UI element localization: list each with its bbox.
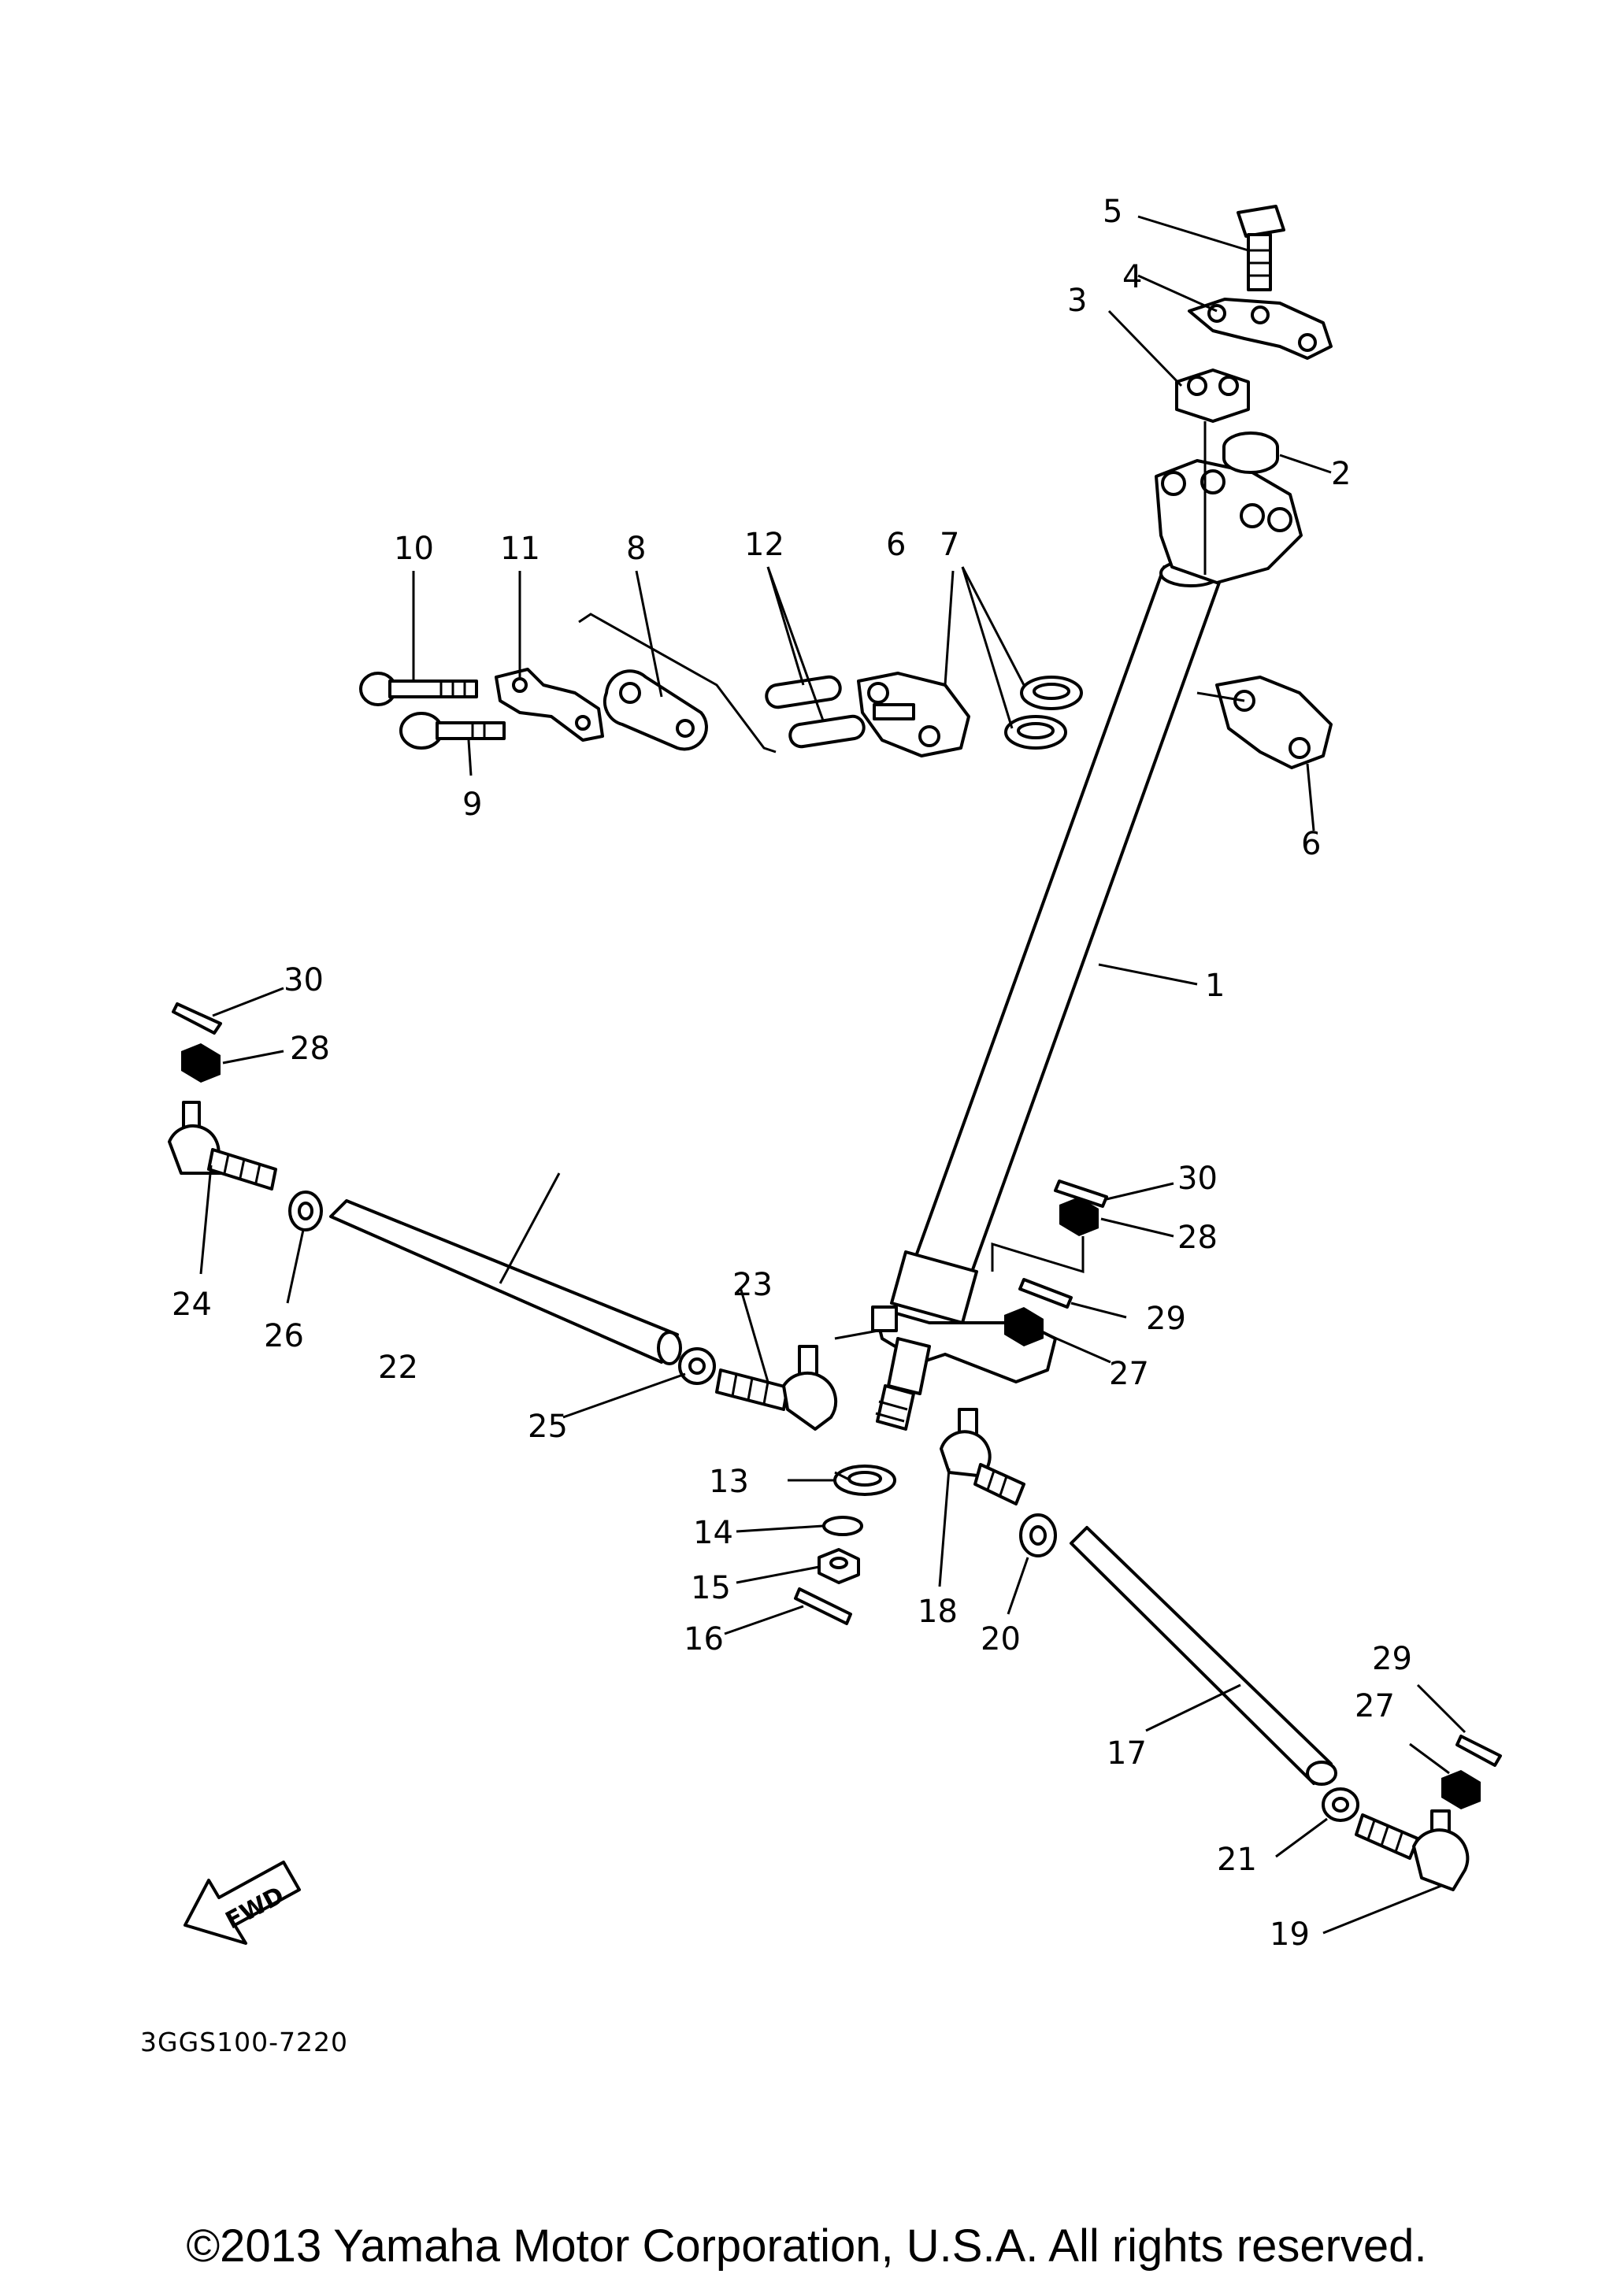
callout-7: 7 [940, 527, 959, 563]
washer-14 [822, 1516, 863, 1536]
callout-23: 23 [732, 1267, 773, 1303]
cap-2 [1222, 431, 1279, 474]
rings-7 [1004, 676, 1083, 750]
cotter-pin-30-right [1054, 1179, 1108, 1208]
nut-21 [1322, 1787, 1359, 1822]
callout-9: 9 [462, 787, 482, 823]
nut-28-left [181, 1043, 221, 1083]
tie-rod-17 [1070, 1526, 1337, 1786]
callout-13: 13 [709, 1464, 749, 1500]
callout-8: 8 [626, 531, 646, 567]
callout-26: 26 [264, 1318, 304, 1354]
callout-20: 20 [981, 1621, 1021, 1657]
steering-shaft [871, 459, 1303, 1431]
collar-half-right-6 [1215, 676, 1333, 769]
tie-rod-end-23 [715, 1345, 838, 1431]
nut-26 [288, 1191, 323, 1231]
callout-14: 14 [693, 1515, 733, 1551]
copyright-notice: ©2013 Yamaha Motor Corporation, U.S.A. A… [186, 2220, 1426, 2272]
cotter-pin-16 [794, 1587, 852, 1625]
tie-rod-end-24 [168, 1101, 277, 1191]
callout-15: 15 [691, 1570, 731, 1606]
callout-28-left: 28 [290, 1031, 330, 1067]
plate-8 [578, 613, 777, 754]
callout-29-far-right: 29 [1372, 1641, 1412, 1677]
leader-lines [199, 215, 1467, 1935]
pins-12 [765, 675, 866, 749]
callout-5: 5 [1103, 194, 1122, 230]
washer-13 [833, 1465, 896, 1496]
bolt-10 [359, 672, 478, 706]
callout-25: 25 [528, 1409, 568, 1445]
tie-rod-end-19 [1355, 1809, 1470, 1891]
nut-27-right [1004, 1307, 1044, 1346]
fwd-arrow-icon: FWD [184, 1861, 301, 1945]
callout-11: 11 [500, 531, 540, 567]
nut-27-far-right [1441, 1770, 1481, 1809]
callout-18: 18 [918, 1594, 958, 1630]
callout-28-right: 28 [1177, 1220, 1218, 1256]
callout-12: 12 [744, 527, 784, 563]
callout-17: 17 [1107, 1735, 1147, 1772]
nut-28-right [1059, 1197, 1099, 1236]
tie-rod-22 [329, 1199, 682, 1365]
callout-1: 1 [1205, 968, 1225, 1004]
callout-6-left: 6 [886, 527, 906, 563]
nut-20 [1019, 1513, 1057, 1557]
callout-21: 21 [1217, 1842, 1257, 1878]
diagram-code: 3GGS100-7220 [140, 2027, 348, 2057]
callout-16: 16 [684, 1621, 724, 1657]
cotter-pin-29-far-right [1455, 1735, 1502, 1767]
callout-6-right: 6 [1301, 826, 1321, 862]
nut-15 [818, 1548, 860, 1584]
cotter-pin-30-left [172, 1002, 222, 1035]
callout-2: 2 [1331, 456, 1351, 492]
bracket-11 [495, 668, 604, 742]
callout-27-right: 27 [1109, 1356, 1149, 1392]
callout-27-far-right: 27 [1355, 1688, 1395, 1724]
callout-10: 10 [394, 531, 434, 567]
callout-30-left: 30 [284, 962, 324, 998]
collar-half-left-6 [857, 672, 970, 757]
callout-19: 19 [1270, 1916, 1310, 1953]
callout-29-right: 29 [1146, 1301, 1186, 1337]
cotter-pin-29-right [1018, 1278, 1073, 1309]
tie-rod-end-18 [940, 1408, 1025, 1505]
callout-4: 4 [1122, 259, 1142, 295]
holder-3 [1175, 368, 1250, 423]
bolt-9 [399, 712, 506, 750]
callout-30-right: 30 [1177, 1161, 1218, 1197]
callout-22: 22 [378, 1350, 418, 1386]
bracket-plate-4 [1188, 298, 1333, 360]
callout-3: 3 [1067, 283, 1087, 319]
callout-24: 24 [172, 1287, 212, 1323]
top-bolt-5 [1237, 205, 1285, 291]
nut-25 [678, 1347, 716, 1385]
callout-labels: 1 2 3 4 5 6 6 7 8 9 10 11 12 13 14 15 16… [172, 194, 1412, 1953]
